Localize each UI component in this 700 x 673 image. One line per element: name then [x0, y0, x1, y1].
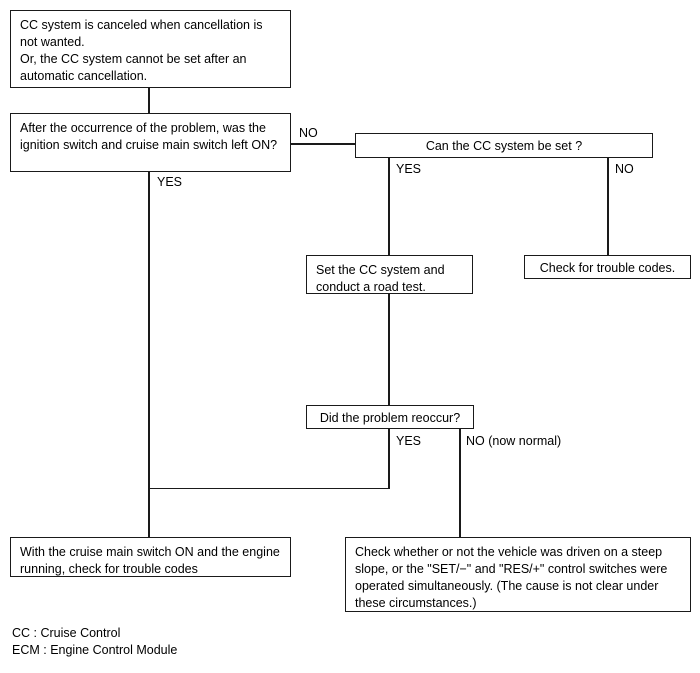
node-symptom: CC system is canceled when cancellation … — [10, 10, 291, 88]
edge-label-can-set-yes: YES — [396, 162, 422, 176]
edge-label-reoccur-no: NO (now normal) — [466, 434, 562, 448]
legend-abbreviations: CC : Cruise Control ECM : Engine Control… — [12, 626, 178, 657]
edge-label-ignition-no: NO — [299, 126, 318, 140]
edge-label-ignition-yes: YES — [157, 175, 183, 189]
node-question-can-set: Can the CC system be set ? — [355, 133, 653, 158]
connector-road-test-to-reoccur — [388, 294, 390, 405]
node-action-cruise-switch-on: With the cruise main switch ON and the e… — [10, 537, 291, 577]
node-action-set-and-road-test: Set the CC system and conduct a road tes… — [306, 255, 473, 294]
node-question-ignition: After the occurrence of the problem, was… — [10, 113, 291, 172]
edge-label-reoccur-yes: YES — [396, 434, 422, 448]
connector-symptom-to-ignition — [148, 88, 150, 113]
connector-reoccur-yes-down — [388, 429, 390, 489]
connector-can-set-yes — [388, 158, 390, 255]
node-action-check-trouble-codes: Check for trouble codes. — [524, 255, 691, 279]
node-question-reoccur: Did the problem reoccur? — [306, 405, 474, 429]
connector-ignition-no-to-can-set — [291, 143, 355, 145]
connector-can-set-no — [607, 158, 609, 255]
edge-label-can-set-no: NO — [615, 162, 634, 176]
connector-ignition-yes-trunk — [148, 172, 150, 537]
connector-reoccur-yes-left — [148, 487, 389, 489]
connector-reoccur-no — [459, 429, 461, 537]
node-action-check-steep-slope: Check whether or not the vehicle was dri… — [345, 537, 691, 612]
